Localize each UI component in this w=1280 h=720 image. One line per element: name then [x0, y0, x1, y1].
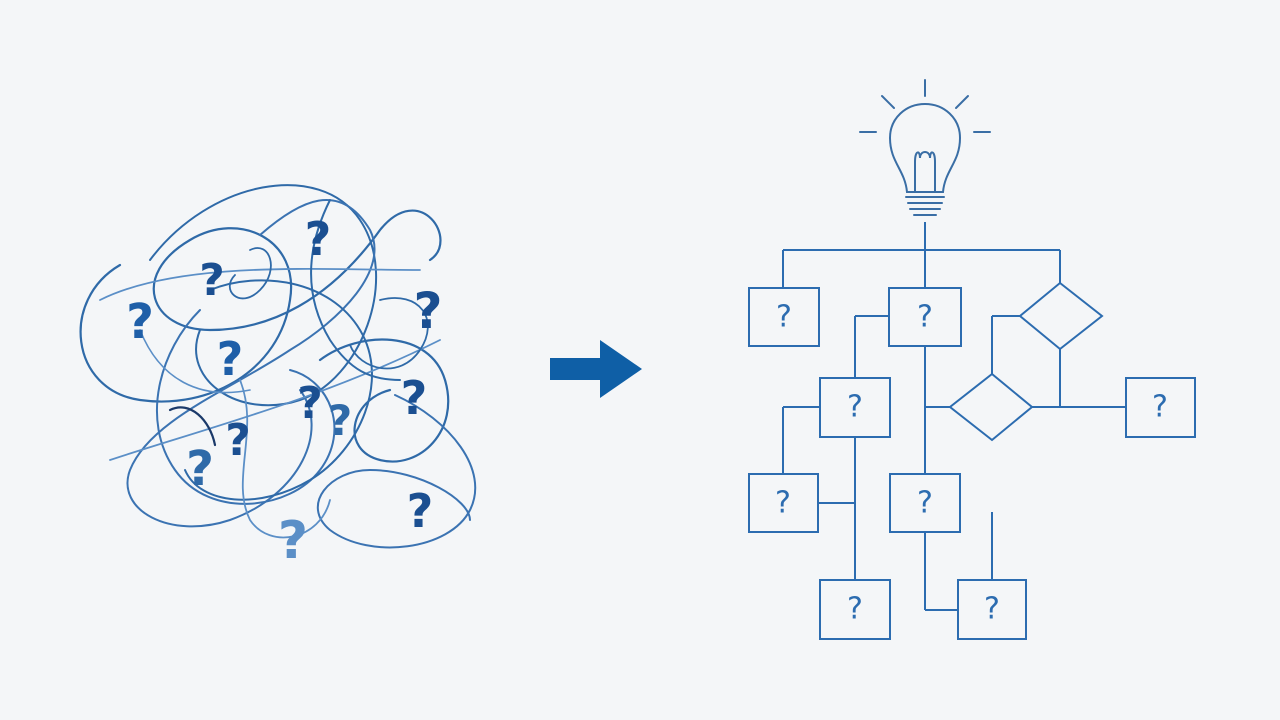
- chaos-question-marks: ? ? ? ? ? ? ? ? ? ? ? ?: [126, 212, 442, 571]
- chaos-question-mark: ?: [297, 378, 323, 429]
- flowchart-process-box: ?: [888, 287, 962, 347]
- flowchart-decision-diamond: [1018, 281, 1104, 351]
- flowchart-process-boxes: ? ? ? ? ? ? ? ?: [748, 287, 1196, 640]
- flowchart-decision-diamond: [948, 372, 1034, 442]
- flowchart-process-box: ?: [748, 287, 820, 347]
- process-box-label: ?: [917, 300, 933, 335]
- flowchart-process-box: ?: [748, 473, 819, 533]
- tangled-scribble: [79, 184, 477, 549]
- chaos-question-mark: ?: [305, 212, 332, 266]
- chaos-question-mark: ?: [401, 371, 428, 425]
- chaos-question-mark: ?: [126, 294, 154, 350]
- lightbulb-icon: [859, 79, 991, 216]
- flowchart-connectors: [782, 222, 1126, 611]
- flowchart-process-box: ?: [1125, 377, 1196, 438]
- chaos-question-mark: ?: [186, 441, 214, 497]
- flowchart-process-box: ?: [819, 377, 891, 438]
- process-box-label: ?: [984, 592, 1000, 627]
- process-box-label: ?: [847, 390, 863, 425]
- right-arrow-icon: [550, 340, 642, 398]
- chaos-question-mark: ?: [199, 255, 225, 306]
- flowchart-process-box: ?: [889, 473, 961, 533]
- flowchart-process-box: ?: [957, 579, 1027, 640]
- chaos-question-mark: ?: [413, 282, 442, 340]
- chaos-question-mark: ?: [328, 396, 352, 445]
- process-box-label: ?: [1152, 390, 1168, 425]
- process-box-label: ?: [775, 486, 791, 521]
- process-box-label: ?: [776, 300, 792, 335]
- chaos-question-mark: ?: [278, 511, 308, 571]
- flowchart-process-box: ?: [819, 579, 891, 640]
- chaos-question-mark: ?: [407, 484, 434, 538]
- chaos-question-mark: ?: [217, 332, 244, 386]
- chaos-question-mark: ?: [225, 415, 251, 466]
- process-box-label: ?: [917, 486, 933, 521]
- flowchart-decision-diamonds: [948, 281, 1104, 442]
- process-box-label: ?: [847, 592, 863, 627]
